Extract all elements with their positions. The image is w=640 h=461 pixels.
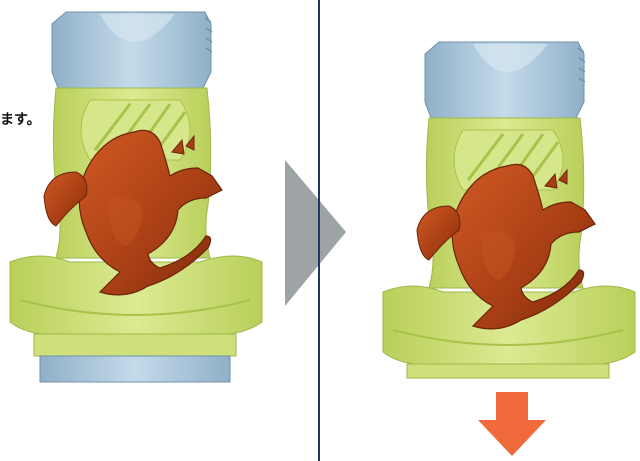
panel-divider — [318, 0, 320, 461]
chevron-right-icon — [285, 160, 346, 306]
arrow-down-icon — [478, 392, 546, 456]
